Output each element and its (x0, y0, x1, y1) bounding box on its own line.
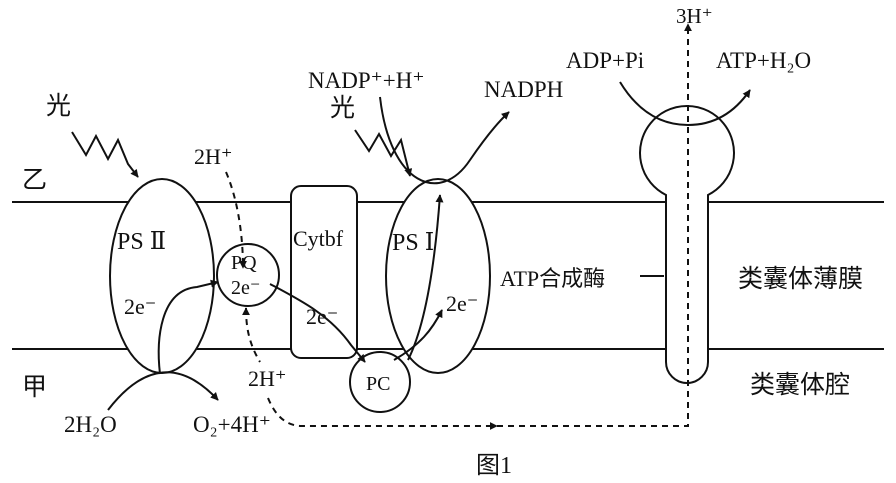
light-zigzag-left (71, 131, 139, 178)
proton-path-through-atpase (497, 23, 692, 427)
ps1-label: PS Ⅰ (392, 230, 434, 256)
pc-carrier (349, 351, 411, 413)
electron-path-pc-ps1 (393, 309, 443, 361)
proton-out-label: 3H⁺ (676, 4, 713, 28)
electron-label-cytbf: 2e⁻ (306, 304, 338, 329)
water-label: 2H₂O (64, 412, 117, 437)
cytbf-label: Cytbf (293, 226, 344, 251)
electron-path-pq-pc (269, 283, 366, 363)
figure-caption: 图1 (476, 453, 512, 479)
proton-path-pq-lumen (242, 307, 261, 363)
region-lumen-label: 甲 (22, 374, 47, 401)
electron-label-ps1: 2e⁻ (446, 291, 478, 316)
pq-carrier (216, 243, 280, 307)
ps2-complex (109, 178, 215, 374)
atp-synthase-label: ATP合成酶 (500, 266, 605, 291)
electron-label-ps2: 2e⁻ (124, 294, 156, 319)
membrane-label: 类囊体薄膜 (738, 265, 863, 293)
electron-path-ps2-pq (157, 279, 219, 375)
ps1-complex (385, 178, 491, 374)
region-stroma-label: 乙 (22, 167, 47, 194)
proton-path-lumen-atpase (267, 397, 498, 430)
pc-label: PC (366, 373, 390, 395)
electron-label-pq: 2e⁻ (231, 277, 260, 299)
light-right-label: 光 (330, 94, 355, 122)
electron-path-ps1-internal (407, 194, 444, 361)
oxygen-label: O₂+4H⁺ (193, 412, 271, 437)
proton-lumen-label: 2H⁺ (248, 366, 287, 391)
nadph-label: NADPH (484, 77, 563, 102)
lumen-space-label: 类囊体腔 (750, 371, 850, 399)
cytbf-complex (290, 185, 358, 359)
proton-path-stroma-pq (225, 171, 247, 269)
pq-label: PQ (231, 252, 257, 274)
water-split-arrow (107, 371, 219, 411)
nadp-label: NADP⁺+H⁺ (308, 68, 424, 93)
light-zigzag-right (354, 129, 413, 177)
adp-label: ADP+Pi (566, 48, 644, 73)
atp-synthesis-arrow (619, 81, 751, 127)
proton-stroma-label: 2H⁺ (194, 144, 233, 169)
ps2-label: PS Ⅱ (117, 229, 166, 255)
atp-label: ATP+H₂O (716, 48, 811, 73)
nadp-reduction-arrow (379, 96, 510, 185)
light-left-label: 光 (46, 92, 71, 120)
